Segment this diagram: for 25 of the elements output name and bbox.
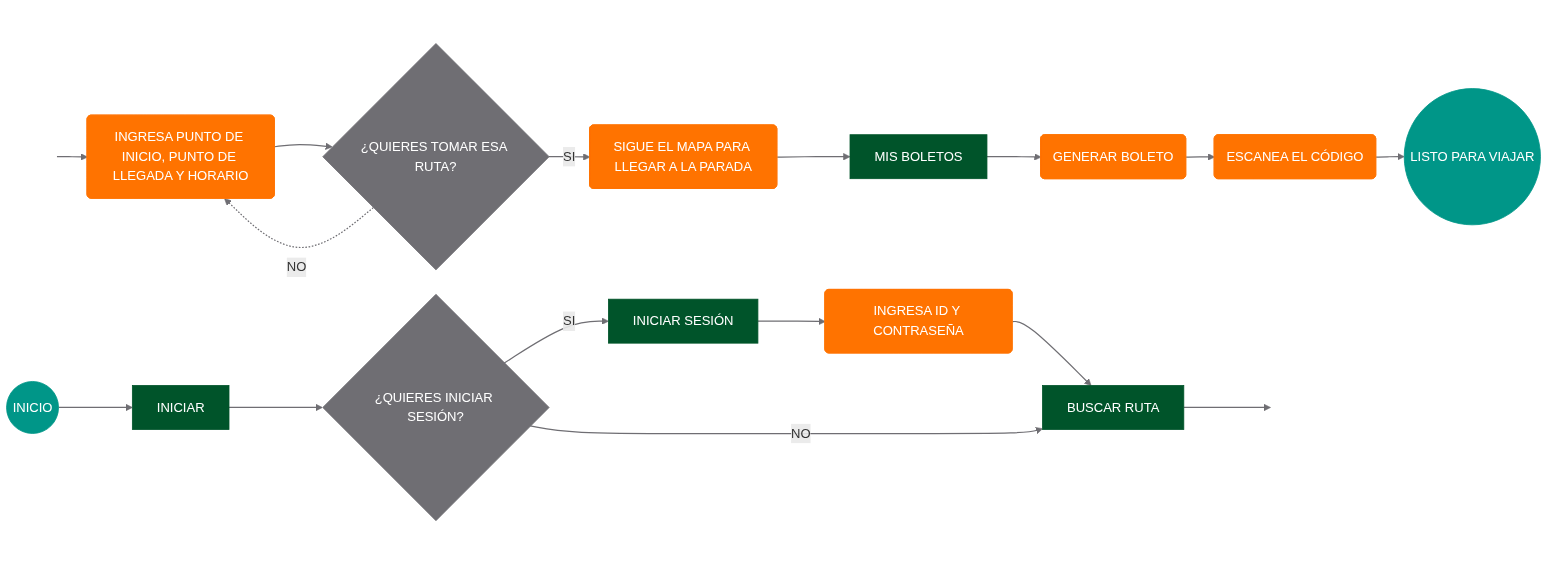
arrow [1183,403,1271,411]
arrow [274,142,333,150]
node-box: INICIAR SESIÓN [608,298,759,344]
arrow [228,403,323,411]
node-diamond: ¿QUIERES TOMAR ESA RUTA? [322,43,550,271]
arrow [56,153,88,161]
node-circle: LISTO PARA VIAJAR [1403,88,1541,226]
edge-label: NO [791,426,811,440]
node-box: INICIAR [131,385,230,430]
arrow [1375,153,1405,161]
arrow [57,403,133,411]
arrow [1185,153,1215,161]
arrow [224,198,374,248]
node-diamond: ¿QUIERES INICIAR SESIÓN? [322,293,550,521]
arrow [776,153,851,161]
edge-label: SI [562,313,576,328]
arrow [503,317,609,364]
arrow [757,317,826,325]
node-box: BUSCAR RUTA [1042,385,1185,430]
arrow [986,153,1042,161]
node-circle: INICIO [6,380,59,434]
edge-label: NO [286,259,307,274]
edge-label: SI [562,149,576,164]
arrow [1011,320,1092,386]
node-box: MIS BOLETOS [849,134,988,179]
